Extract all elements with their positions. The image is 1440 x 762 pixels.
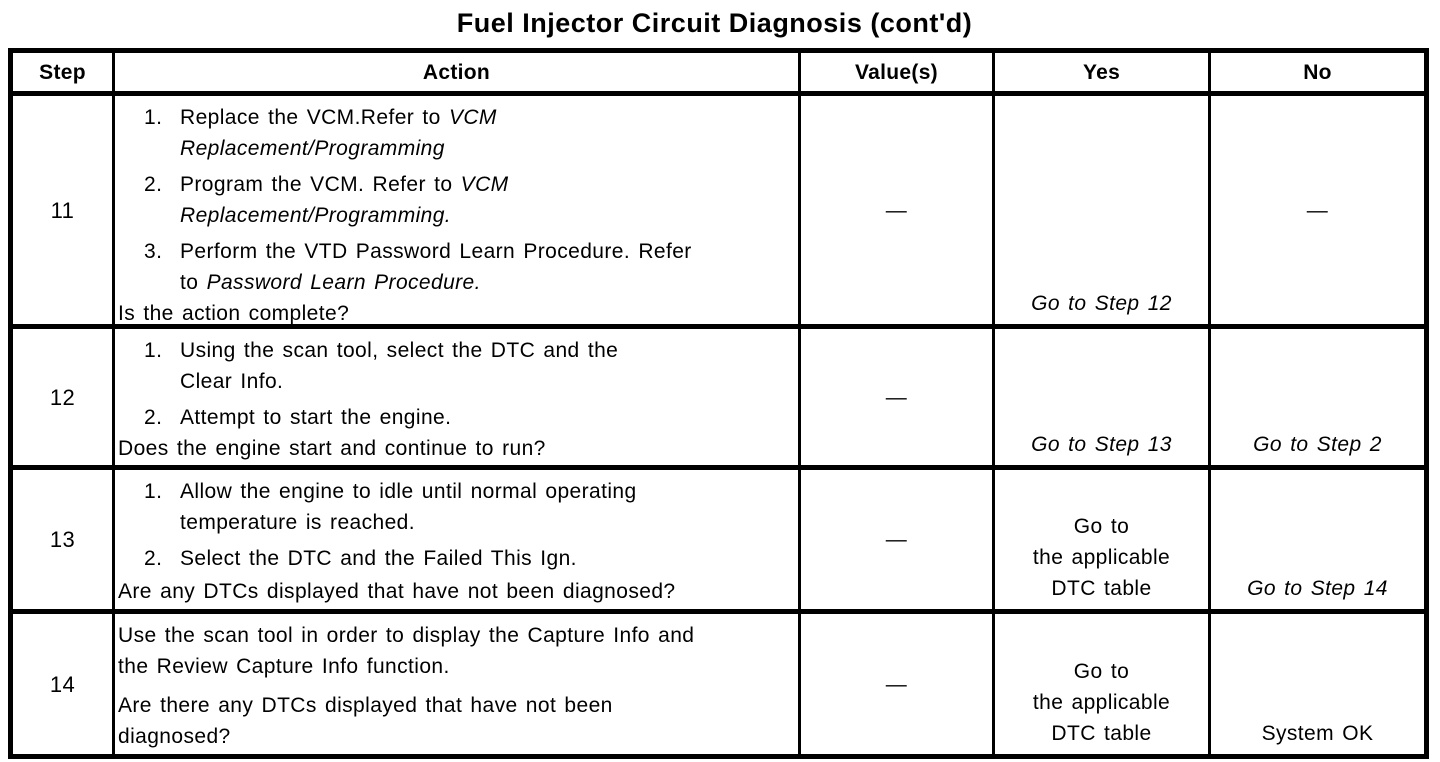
values-cell: — — [798, 324, 992, 465]
cell-text: Go to Step 13 — [1031, 433, 1172, 456]
no-cell: — — [1208, 91, 1424, 324]
cell-text: — — [885, 672, 908, 696]
yes-cell: Go to Step 13 — [992, 324, 1208, 465]
item-number: 2. — [144, 547, 163, 570]
item-number: 1. — [144, 106, 163, 129]
action-item: 3. Perform the VTD Password Learn Procedu… — [118, 236, 794, 298]
col-header-action: Action — [112, 53, 798, 91]
italic-reference: VCM Replacement/Programming. — [180, 173, 509, 227]
action-item: 1. Replace the VCM.Refer to VCM Replaceme… — [118, 102, 794, 164]
yes-cell: Go to the applicable DTC table — [992, 465, 1208, 609]
diagnosis-table: Step Action Value(s) Yes No 11 1. Replace … — [8, 48, 1429, 759]
italic-reference: Password Learn Procedure. — [206, 271, 481, 294]
page-title: Fuel Injector Circuit Diagnosis (cont'd) — [456, 8, 973, 38]
cell-text: Go to Step 2 — [1253, 433, 1382, 456]
action-item: 1. Using the scan tool, select the DTC an… — [118, 335, 794, 397]
cell-text: — — [885, 528, 908, 551]
action-text: Program the VCM. Refer to — [180, 173, 461, 196]
action-item: 1. Allow the engine to idle until normal … — [118, 476, 794, 538]
values-cell: — — [798, 465, 992, 609]
action-paragraph: Use the scan tool in order to display th… — [118, 624, 695, 678]
item-number: 1. — [144, 339, 163, 362]
step-cell: 13 — [13, 465, 112, 609]
italic-reference: VCM Replacement/Programming — [180, 106, 497, 160]
action-cell: 1. Allow the engine to idle until normal … — [112, 465, 798, 609]
action-text: Select the DTC and the Failed This Ign. — [180, 547, 577, 570]
action-cell: 1. Using the scan tool, select the DTC an… — [112, 324, 798, 465]
item-number: 1. — [144, 480, 163, 503]
action-text: Perform the VTD Password Learn Procedure… — [180, 240, 692, 294]
cell-text: — — [885, 198, 908, 222]
step-cell: 14 — [13, 609, 112, 754]
action-item-text: Program the VCM. Refer to VCM Replacemen… — [180, 169, 794, 231]
action-question: Is the action complete? — [118, 302, 350, 324]
cell-text: — — [1306, 198, 1329, 222]
action-item: 2. Attempt to start the engine. — [118, 402, 794, 433]
action-item-text: Replace the VCM.Refer to VCM Replacement… — [180, 102, 794, 164]
no-cell: System OK — [1208, 609, 1424, 754]
values-cell: — — [798, 91, 992, 324]
action-question: Are any DTCs displayed that have not bee… — [118, 580, 676, 603]
action-question: Are there any DTCs displayed that have n… — [118, 694, 613, 748]
values-cell: — — [798, 609, 992, 754]
cell-text: Go to Step 12 — [1031, 292, 1172, 315]
item-number: 2. — [144, 173, 163, 196]
cell-text: Go to the applicable DTC table — [1032, 660, 1171, 745]
yes-cell: Go to Step 12 — [992, 91, 1208, 324]
item-number: 3. — [144, 240, 163, 263]
cell-text: System OK — [1261, 722, 1374, 745]
no-cell: Go to Step 2 — [1208, 324, 1424, 465]
action-item-text: Allow the engine to idle until normal op… — [180, 476, 794, 538]
col-header-step: Step — [39, 60, 86, 84]
action-item-text: Using the scan tool, select the DTC and … — [180, 335, 794, 397]
col-header-values: Value(s) — [798, 53, 992, 91]
step-cell: 11 — [13, 91, 112, 324]
action-item-text: Attempt to start the engine. — [180, 402, 794, 433]
step-cell: 12 — [13, 324, 112, 465]
cell-text: Go to the applicable DTC table — [1032, 515, 1171, 600]
action-question: Does the engine start and continue to ru… — [118, 437, 546, 460]
action-item-text: Select the DTC and the Failed This Ign. — [180, 543, 794, 574]
action-cell: Use the scan tool in order to display th… — [112, 609, 798, 754]
no-cell: Go to Step 14 — [1208, 465, 1424, 609]
action-cell: 1. Replace the VCM.Refer to VCM Replaceme… — [112, 91, 798, 324]
item-number: 2. — [144, 406, 163, 429]
col-header-no: No — [1208, 53, 1424, 91]
cell-text: — — [885, 385, 908, 409]
action-text: Allow the engine to idle until normal op… — [180, 480, 637, 534]
action-text: Using the scan tool, select the DTC and … — [180, 339, 619, 393]
action-item: 2. Program the VCM. Refer to VCM Replacem… — [118, 169, 794, 231]
yes-cell: Go to the applicable DTC table — [992, 609, 1208, 754]
col-header-yes: Yes — [992, 53, 1208, 91]
action-item: 2. Select the DTC and the Failed This Ign… — [118, 543, 794, 574]
action-text: Attempt to start the engine. — [180, 406, 452, 429]
action-item-text: Perform the VTD Password Learn Procedure… — [180, 236, 794, 298]
action-text: Replace the VCM.Refer to — [180, 106, 449, 129]
cell-text: Go to Step 14 — [1247, 577, 1388, 600]
